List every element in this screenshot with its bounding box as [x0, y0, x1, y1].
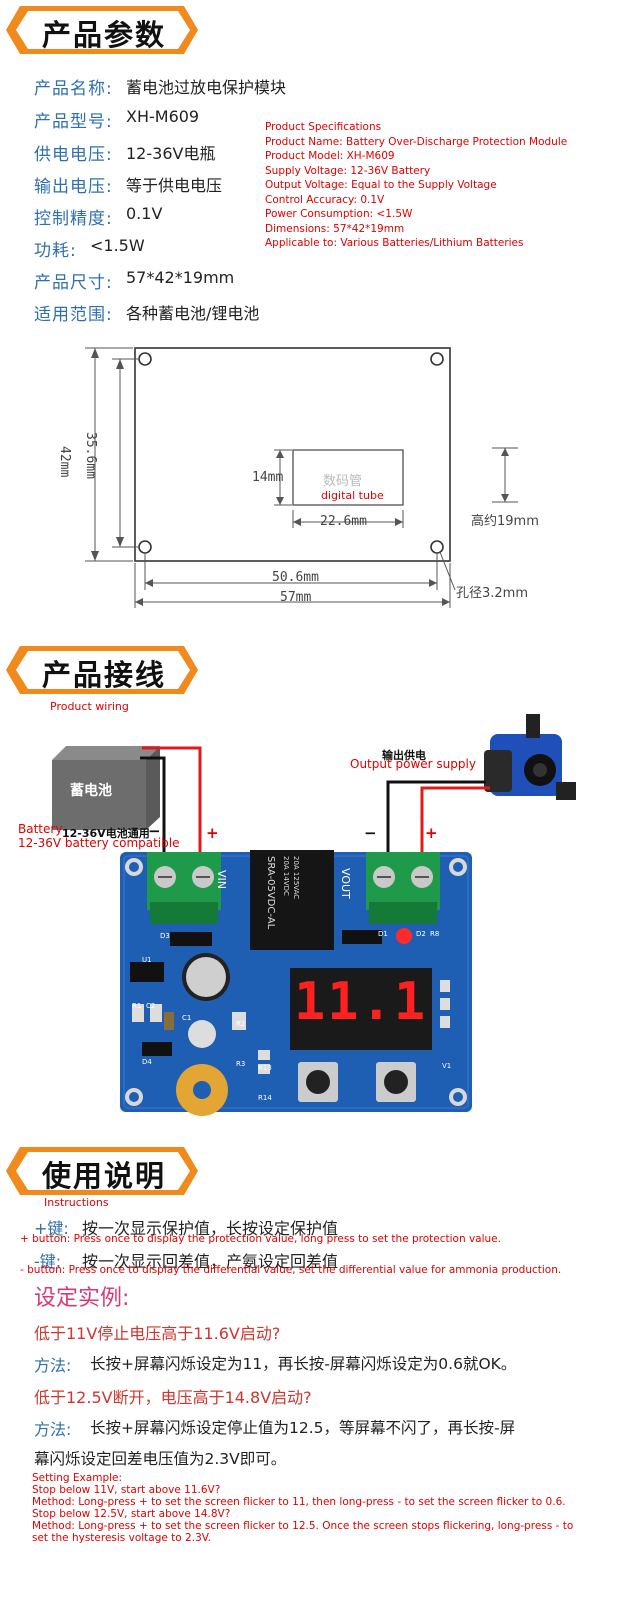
spec-en-line: Product Name: Battery Over-Discharge Pro…: [265, 135, 568, 148]
minus-key-en: - button: Press once to display the diff…: [20, 1264, 562, 1276]
plus-key-text: 按一次显示保护值，长按设定保护值: [82, 1219, 339, 1238]
battery-spec-en: 12-36V battery compatible: [18, 836, 180, 850]
pcb-label-d3: D3: [160, 932, 170, 940]
dim-inner-height: 35.6mm: [83, 432, 98, 479]
dim-module-height: 高约19mm: [471, 514, 539, 529]
dim-display-width: 22.6mm: [320, 514, 367, 529]
spec-value-supply: 12-36V电瓶: [126, 144, 216, 163]
spec-label-range: 适用范围:: [34, 305, 113, 325]
water-pump-icon: [484, 714, 576, 800]
battery-icon: [52, 746, 160, 830]
battery-spec: 12-36V电池通用: [62, 827, 150, 840]
spec-label-name: 产品名称:: [34, 79, 113, 99]
example-1-method: 长按+屏幕闪烁设定为11，再长按-屏幕闪烁设定为0.6就OK。: [90, 1355, 517, 1373]
dim-display-height: 14mm: [252, 470, 284, 485]
minus-key-text: 按一次显示回差值，产氨设定回差值: [82, 1252, 339, 1271]
pcb-label-d2: D2: [416, 930, 426, 938]
wiring-illustration: [52, 714, 576, 1116]
relay-rating-ac: 20A 125VAC: [292, 856, 300, 900]
spec-label-power: 功耗:: [34, 241, 77, 261]
display-cn-label: 数码管: [323, 474, 363, 489]
plus-key-label: +键:: [34, 1219, 69, 1238]
section-title-params: 产品参数: [42, 18, 167, 52]
spec-label-output: 输出电压:: [34, 177, 113, 197]
led-display: 11.1: [294, 972, 428, 1032]
pcb-label-u1: U1: [142, 956, 152, 964]
usage-en-line: Stop below 12.5V, start above 14.8V?: [32, 1508, 231, 1520]
spec-value-accuracy: 0.1V: [126, 204, 163, 223]
spec-value-size: 57*42*19mm: [126, 268, 235, 287]
spec-en-line: Control Accuracy: 0.1V: [265, 193, 385, 206]
usage-en-line: set the hysteresis voltage to 2.3V.: [32, 1532, 211, 1544]
pcb-label-r2: R2: [236, 1020, 246, 1028]
battery-plus: +: [206, 824, 219, 842]
spec-value-output: 等于供电电压: [126, 176, 223, 195]
spec-en-line: Power Consumption: <1.5W: [265, 208, 413, 220]
spec-en-line: Product Model: XH-M609: [265, 150, 395, 162]
plus-key-en: + button: Press once to display the prot…: [20, 1233, 501, 1245]
pcb-label-r3: R3: [236, 1060, 246, 1068]
spec-value-model: XH-M609: [126, 107, 200, 126]
pcb-vin-label: VIN: [215, 870, 228, 889]
pcb-label-v1: V1: [442, 1062, 452, 1070]
spec-label-size: 产品尺寸:: [34, 273, 113, 293]
dim-hole-span: 50.6mm: [272, 570, 319, 585]
dim-outer-height: 42mm: [57, 446, 72, 478]
pcb-label-r13: R13: [258, 1064, 272, 1072]
section-badge-usage: [6, 1147, 198, 1195]
spec-en-line: Product Specifications: [265, 121, 382, 133]
spec-label-supply: 供电电压:: [34, 145, 113, 165]
spec-en-line: Supply Voltage: 12-36V Battery: [265, 164, 431, 177]
display-en-label: digital tube: [321, 489, 384, 502]
example-2-question: 低于12.5V断开，电压高于14.8V启动?: [34, 1388, 312, 1407]
dim-total-width: 57mm: [280, 590, 312, 605]
pcb-vout-label: VOUT: [339, 868, 352, 899]
spec-value-name: 蓄电池过放电保护模块: [126, 78, 287, 97]
example-2-method-line2: 幕闪烁设定回差电压值为2.3V即可。: [34, 1450, 287, 1468]
pcb-label-r14: R14: [258, 1094, 272, 1102]
pcb-label-d4: D4: [142, 1058, 152, 1066]
spec-value-power: <1.5W: [90, 236, 145, 255]
usage-en-line: Stop below 11V, start above 11.6V?: [32, 1484, 221, 1496]
pcb-board: [120, 850, 472, 1116]
output-plus: +: [425, 824, 438, 842]
section-subtitle-usage: Instructions: [44, 1196, 109, 1209]
usage-en-line: Method: Long-press + to set the screen f…: [32, 1520, 574, 1532]
spec-en-line: Output Voltage: Equal to the Supply Volt…: [265, 179, 497, 191]
example-2-method-label: 方法:: [34, 1420, 72, 1439]
minus-key-label: -键:: [34, 1252, 62, 1271]
dimension-drawing: [85, 347, 518, 608]
section-title-usage: 使用说明: [42, 1159, 167, 1193]
spec-en-line: Applicable to: Various Batteries/Lithium…: [265, 237, 524, 249]
spec-en-line: Dimensions: 57*42*19mm: [265, 222, 405, 235]
battery-label: 蓄电池: [70, 783, 112, 799]
pcb-label-c2: C2: [146, 1002, 156, 1010]
example-title: 设定实例:: [34, 1286, 130, 1311]
example-1-question: 低于11V停止电压高于11.6V启动?: [34, 1324, 281, 1343]
relay-model: SRA-05VDC-AL: [265, 856, 276, 930]
section-subtitle-wiring: Product wiring: [50, 700, 129, 713]
section-badge-wiring: [6, 646, 198, 694]
example-1-method-label: 方法:: [34, 1356, 72, 1375]
output-minus: −: [364, 824, 377, 842]
output-cn-label: 输出供电: [382, 749, 426, 762]
usage-en-line: Setting Example:: [32, 1472, 123, 1484]
pcb-label-r8: R8: [430, 930, 440, 938]
spec-value-range: 各种蓄电池/锂电池: [126, 304, 260, 323]
pcb-label-r1: R1: [132, 1002, 142, 1010]
dim-hole-diameter: 孔径3.2mm: [456, 586, 529, 601]
battery-minus: −: [148, 822, 161, 840]
section-title-wiring: 产品接线: [42, 658, 167, 692]
usage-en-line: Method: Long-press + to set the screen f…: [32, 1496, 566, 1508]
section-badge-params: [6, 6, 198, 54]
pcb-label-d1: D1: [378, 930, 388, 938]
spec-label-accuracy: 控制精度:: [34, 209, 113, 229]
example-2-method-line1: 长按+屏幕闪烁设定停止值为12.5，等屏幕不闪了，再长按-屏: [90, 1419, 516, 1437]
relay-rating-dc: 20A 14VDC: [282, 856, 290, 896]
battery-en-label: Battery: [18, 822, 63, 836]
spec-label-model: 产品型号:: [34, 112, 113, 132]
pcb-label-c1: C1: [182, 1014, 192, 1022]
output-en-label: Output power supply: [350, 757, 476, 771]
